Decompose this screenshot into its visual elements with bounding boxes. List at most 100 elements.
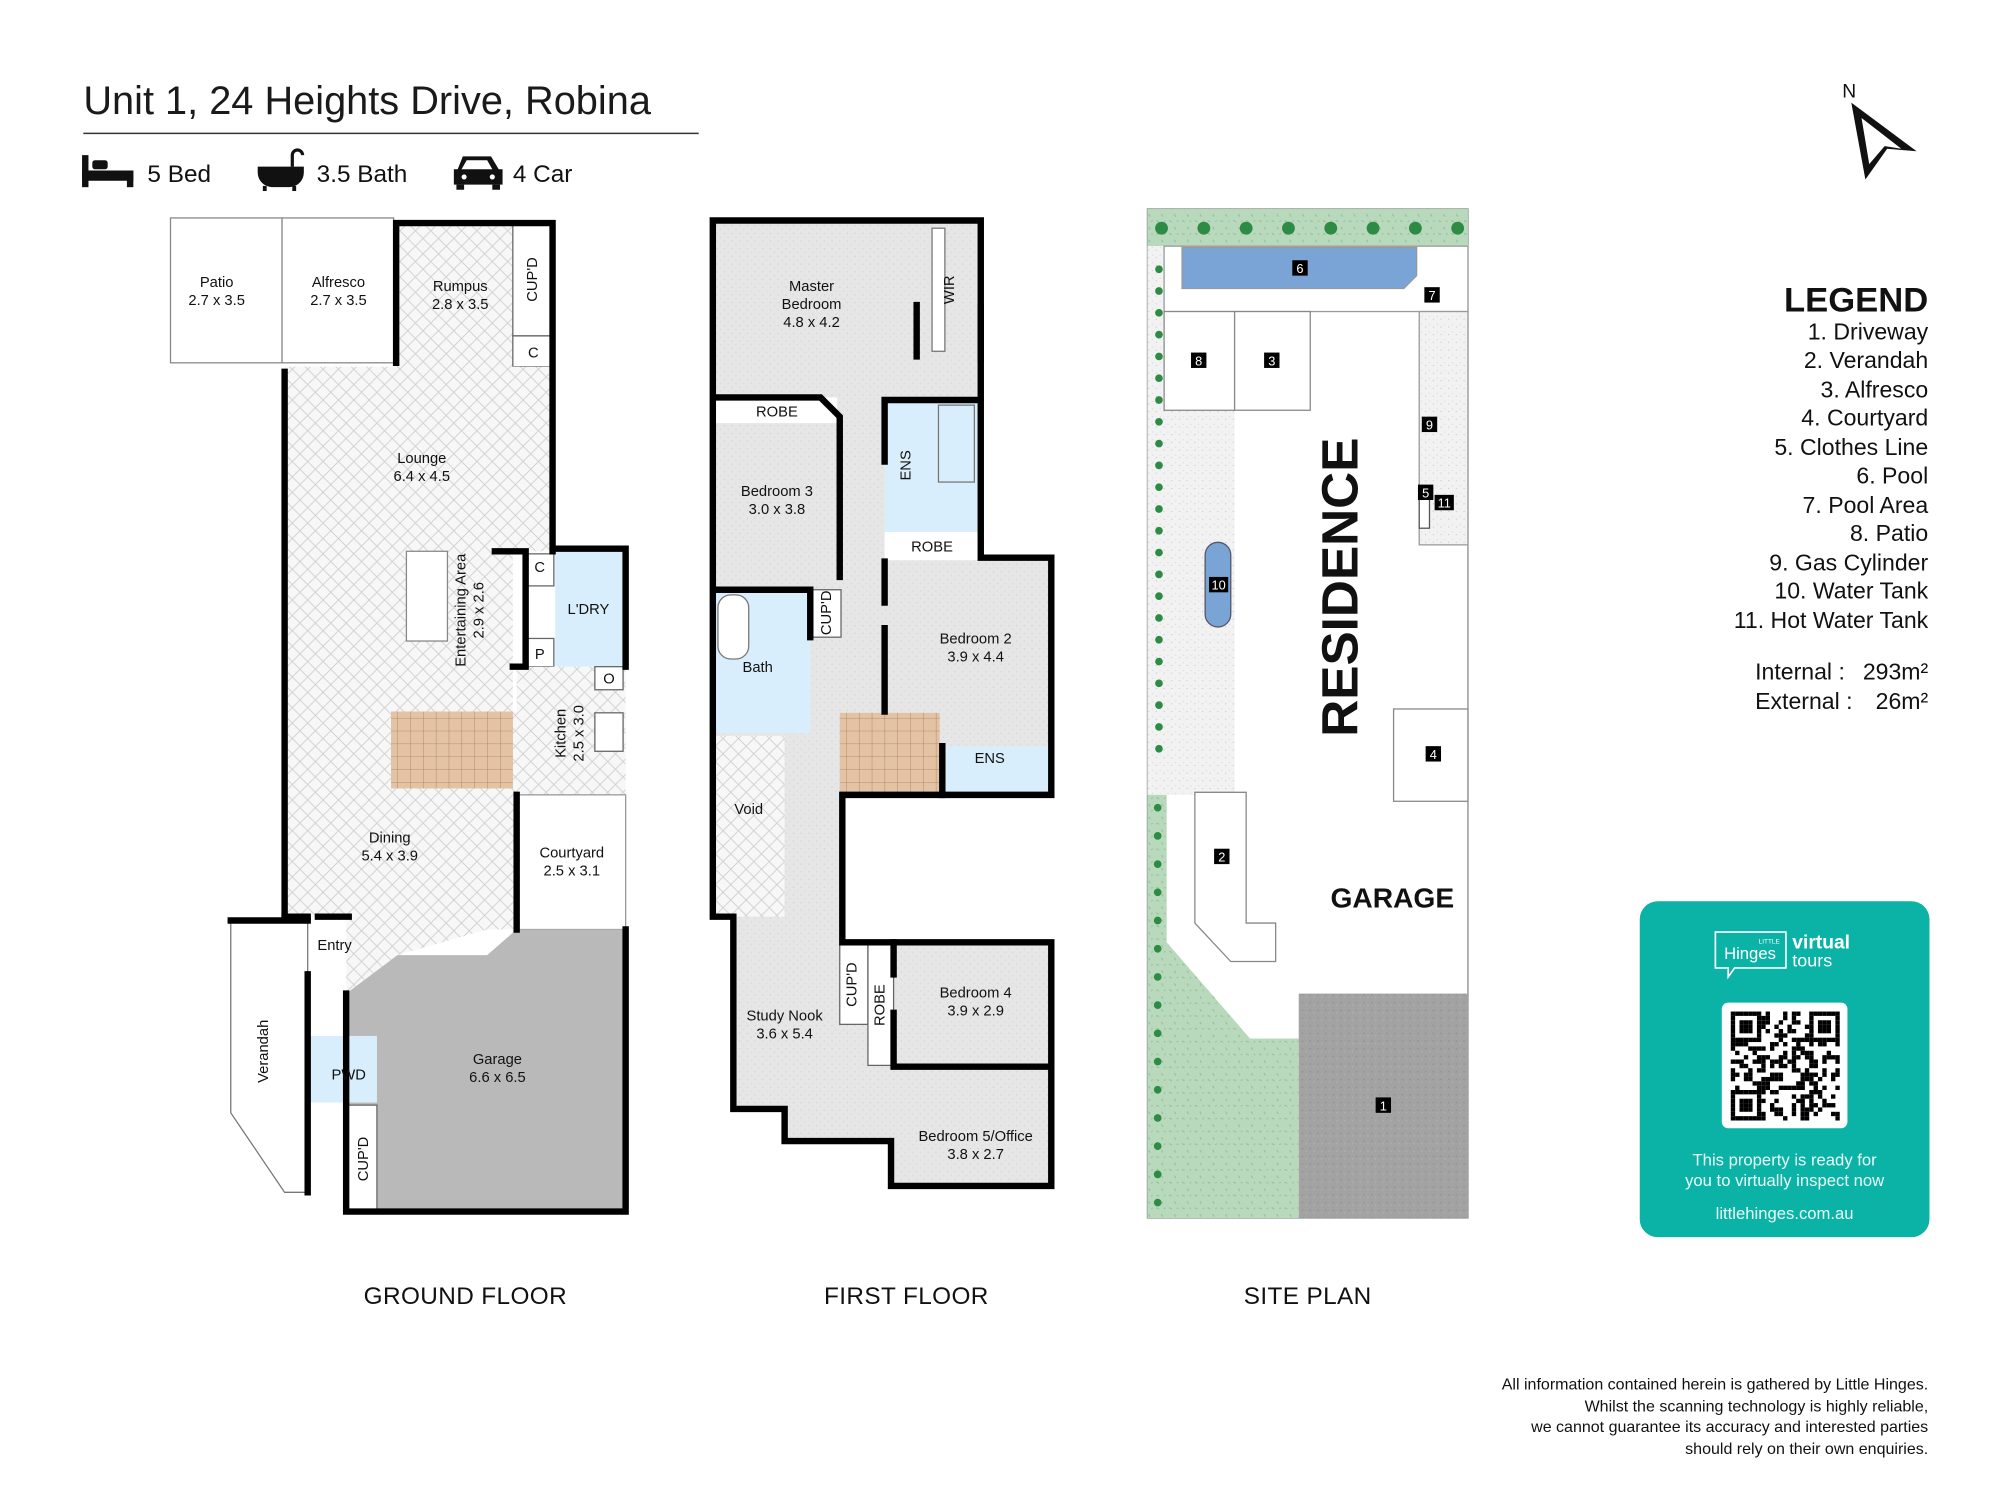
feature-baths: 3.5 Bath: [257, 148, 407, 192]
room-entry: [310, 916, 347, 1036]
legend-item: 8. Patio: [1850, 520, 1928, 546]
dims-master: 4.8 x 4.2: [783, 315, 840, 331]
label-bed4: Bedroom 4: [940, 985, 1012, 1001]
tree-icon: [1155, 483, 1163, 492]
label-bed5: Bedroom 5/Office: [918, 1129, 1032, 1145]
tree-icon: [1153, 832, 1162, 840]
cupboard-bath: [812, 589, 842, 638]
svg-text:11: 11: [1438, 496, 1451, 511]
dims-lounge: 6.4 x 4.5: [394, 469, 451, 485]
room-lounge-dining: [284, 366, 553, 994]
label-patio: Patio: [200, 275, 234, 291]
label-laundry: L'DRY: [568, 602, 610, 618]
marker-3: 3: [1264, 352, 1280, 368]
internal-area-value: 293m²: [1863, 658, 1929, 684]
legend-item: 2. Verandah: [1804, 347, 1928, 373]
label-robe-3: ROBE: [873, 984, 889, 1026]
cars-label: 4 Car: [513, 161, 573, 188]
tree-icon: [1155, 439, 1163, 448]
staircase-upper: [839, 712, 940, 795]
ground-floor-title: GROUND FLOOR: [364, 1283, 567, 1310]
dims-bed3: 3.0 x 3.8: [749, 502, 806, 518]
label-master-1: Master: [789, 279, 834, 295]
internal-area-label: Internal :: [1755, 658, 1845, 684]
site-plan: RESIDENCE GARAGE 1 2 3 4 5 6 7 8 9 10 11…: [1146, 208, 1469, 1310]
tree-icon: [1153, 1114, 1162, 1122]
tree-icon: [1155, 221, 1168, 235]
svg-text:LITTLE: LITTLE: [1759, 939, 1780, 946]
svg-text:Hinges: Hinges: [1724, 944, 1776, 963]
legend-item: 4. Courtyard: [1801, 405, 1928, 431]
garage-label: GARAGE: [1330, 882, 1454, 914]
label-void: Void: [734, 802, 763, 818]
label-bath: Bath: [743, 660, 773, 676]
tree-icon: [1155, 505, 1163, 513]
label-dining: Dining: [369, 830, 411, 846]
tree-icon: [1155, 461, 1163, 470]
label-robe-1: ROBE: [756, 405, 798, 421]
svg-text:5: 5: [1422, 485, 1429, 500]
ground-floor-plan: Patio 2.7 x 3.5 Alfresco 2.7 x 3.5 Rumpu…: [169, 217, 629, 1310]
north-arrow: N: [1842, 81, 1917, 180]
bath-icon: [257, 148, 305, 192]
feature-beds: 5 Bed: [82, 155, 211, 188]
legend-item: 6. Pool: [1856, 462, 1928, 488]
tree-icon: [1153, 1029, 1162, 1038]
page-title: Unit 1, 24 Heights Drive, Robina: [83, 79, 651, 123]
disclaimer-line: we cannot guarantee its accuracy and int…: [1530, 1418, 1928, 1436]
svg-text:3: 3: [1268, 353, 1275, 368]
dims-bed2: 3.9 x 4.4: [947, 650, 1004, 666]
label-entertaining: Entertaining Area: [453, 553, 469, 667]
site-plan-title: SITE PLAN: [1244, 1283, 1372, 1310]
label-rumpus: Rumpus: [433, 279, 488, 295]
marker-4: 4: [1425, 746, 1442, 762]
header: Unit 1, 24 Heights Drive, Robina 5 Bed 3…: [82, 79, 699, 192]
dims-patio: 2.7 x 3.5: [188, 293, 245, 309]
label-bed3: Bedroom 3: [741, 484, 813, 500]
marker-8: 8: [1191, 352, 1207, 368]
dims-study: 3.6 x 5.4: [756, 1026, 813, 1042]
staircase: [391, 711, 513, 789]
dims-alfresco: 2.7 x 3.5: [310, 293, 367, 309]
svg-text:8: 8: [1195, 353, 1202, 368]
wir: [931, 227, 946, 352]
residence-label: RESIDENCE: [1312, 438, 1369, 737]
room-patio: [169, 217, 283, 364]
legend-item: 3. Alfresco: [1821, 376, 1929, 402]
first-floor-title: FIRST FLOOR: [824, 1283, 989, 1310]
tree-icon: [1153, 860, 1162, 868]
tree-icon: [1155, 287, 1163, 295]
cupboard-study: [839, 944, 869, 1026]
qr-code[interactable]: [1730, 1011, 1840, 1121]
marker-10: 10: [1208, 576, 1229, 593]
label-study: Study Nook: [747, 1009, 824, 1025]
label-robe-2: ROBE: [911, 539, 953, 555]
tree-icon: [1239, 221, 1253, 235]
shower-ens1: [937, 404, 975, 483]
svg-text:6: 6: [1296, 261, 1303, 276]
beds-label: 5 Bed: [147, 161, 211, 188]
promo-url[interactable]: littlehinges.com.au: [1716, 1204, 1854, 1223]
kitchen-island: [405, 550, 449, 642]
label-lounge: Lounge: [397, 451, 446, 467]
label-pwd: PWD: [332, 1067, 366, 1083]
tree-icon: [1282, 221, 1295, 235]
north-label: N: [1842, 81, 1856, 102]
svg-text:tours: tours: [1792, 951, 1832, 971]
label-c1: C: [528, 346, 539, 362]
room-robe-2: [884, 532, 980, 561]
tree-icon: [1408, 221, 1422, 235]
disclaimer-line: should rely on their own enquiries.: [1685, 1440, 1928, 1458]
dims-kitchen: 2.5 x 3.0: [571, 705, 587, 762]
room-robe-3: [867, 944, 895, 1067]
dims-rumpus: 2.8 x 3.5: [432, 297, 489, 313]
tree-icon: [1155, 396, 1163, 404]
marker-7: 7: [1424, 287, 1440, 303]
disclaimer-line: All information contained herein is gath…: [1502, 1376, 1928, 1394]
site-verandah: [1194, 791, 1277, 963]
tree-icon: [1153, 888, 1162, 897]
virtual-tour-card[interactable]: LITTLE Hinges virtual tours This propert…: [1639, 901, 1930, 1238]
room-void: [715, 735, 785, 917]
external-area-label: External :: [1755, 688, 1852, 714]
tree-icon: [1155, 330, 1163, 339]
